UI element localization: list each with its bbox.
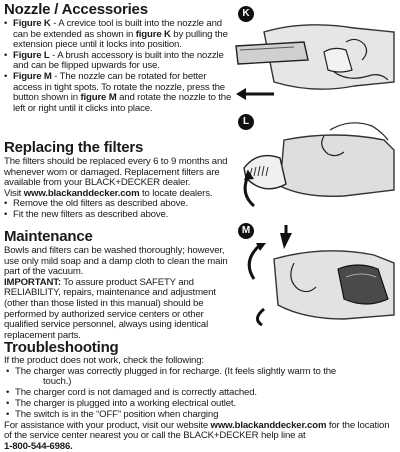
check-1-line2: touch.) <box>43 376 72 388</box>
nozzle-section: Nozzle / Accessories Figure K - A crevic… <box>4 1 232 114</box>
figure-k-ref: figure K <box>135 28 171 40</box>
troubleshooting-intro: If the product does not work, check the … <box>4 355 204 366</box>
nozzle-item-m: Figure M - The nozzle can be rotated for… <box>4 70 232 114</box>
nozzle-item-l: Figure L - A brush accessory is built in… <box>4 49 232 72</box>
important-text: To assure product SAFETY and RELIABILITY… <box>4 276 216 341</box>
filters-step-2: Fit the new filters as described above. <box>4 209 232 221</box>
filters-visit: Visit www.blackanddecker.com to locate d… <box>4 187 232 200</box>
figure-m-ref: figure M <box>80 92 117 104</box>
figure-m-badge: M <box>238 223 254 239</box>
figure-k-illustration: K <box>234 2 398 108</box>
filters-visit-prefix: Visit <box>4 187 24 199</box>
troubleshooting-check-3: The charger is plugged into a working el… <box>4 398 396 410</box>
filters-visit-url[interactable]: www.blackanddecker.com <box>23 187 140 199</box>
troubleshooting-section: Troubleshooting If the product does not … <box>4 339 396 452</box>
important-label: IMPORTANT: <box>4 276 61 288</box>
nozzle-title: Nozzle / Accessories <box>4 1 148 18</box>
filters-section: Replacing the filters The filters should… <box>4 139 232 221</box>
troubleshooting-assist: For assistance with your product, visit … <box>4 419 396 442</box>
figure-l-label: Figure L <box>13 49 50 61</box>
filters-visit-suffix: to locate dealers. <box>139 187 213 199</box>
figure-m-label: Figure M <box>13 70 52 82</box>
figure-l-illustration: L <box>234 110 398 216</box>
filters-step-1: Remove the old filters as described abov… <box>4 199 232 210</box>
maintenance-section: Maintenance Bowls and filters can be was… <box>4 228 232 341</box>
maintenance-title: Maintenance <box>4 228 93 245</box>
troubleshooting-title: Troubleshooting <box>4 339 119 356</box>
figure-l-badge: L <box>238 114 254 130</box>
check-1-line1: The charger was correctly plugged in for… <box>15 365 337 377</box>
figure-k-text2: by pulling the extension piece until it … <box>13 28 228 51</box>
helpline-phone[interactable]: 1-800-544-6986. <box>4 440 73 452</box>
figure-m-illustration: M <box>234 219 398 327</box>
maintenance-text: Bowls and filters can be washed thorough… <box>4 245 228 278</box>
assist-mid: for the location of the service center n… <box>4 419 390 442</box>
figure-k-badge: K <box>238 6 254 22</box>
troubleshooting-check-1: The charger was correctly plugged in for… <box>4 365 396 389</box>
figure-m-text: - The nozzle can be rotated for better a… <box>13 70 225 104</box>
troubleshooting-check-4: The switch is in the “OFF” position when… <box>4 409 396 421</box>
figure-k-label: Figure K <box>13 18 51 29</box>
maintenance-important: IMPORTANT: To assure product SAFETY and … <box>4 276 232 342</box>
figure-l-text: - A brush accessory is built into the no… <box>13 49 224 72</box>
figure-k-drawing <box>235 24 395 100</box>
figure-m-text2: and rotate the nozzle to the left or rig… <box>13 92 232 114</box>
manual-page: Nozzle / Accessories Figure K - A crevic… <box>0 0 400 439</box>
troubleshooting-check-2: The charger cord is not damaged and is c… <box>4 387 396 399</box>
assist-prefix: For assistance with your product, visit … <box>4 419 211 431</box>
figure-k-text: - A crevice tool is built into the nozzl… <box>13 18 222 40</box>
figure-m-drawing <box>247 225 395 327</box>
filters-title: Replacing the filters <box>4 139 144 156</box>
figure-l-drawing <box>243 122 395 208</box>
nozzle-item-k: Figure K - A crevice tool is built into … <box>4 18 232 51</box>
filters-intro: The filters should be replaced every 6 t… <box>4 156 228 189</box>
assist-url[interactable]: www.blackanddecker.com <box>210 419 327 431</box>
